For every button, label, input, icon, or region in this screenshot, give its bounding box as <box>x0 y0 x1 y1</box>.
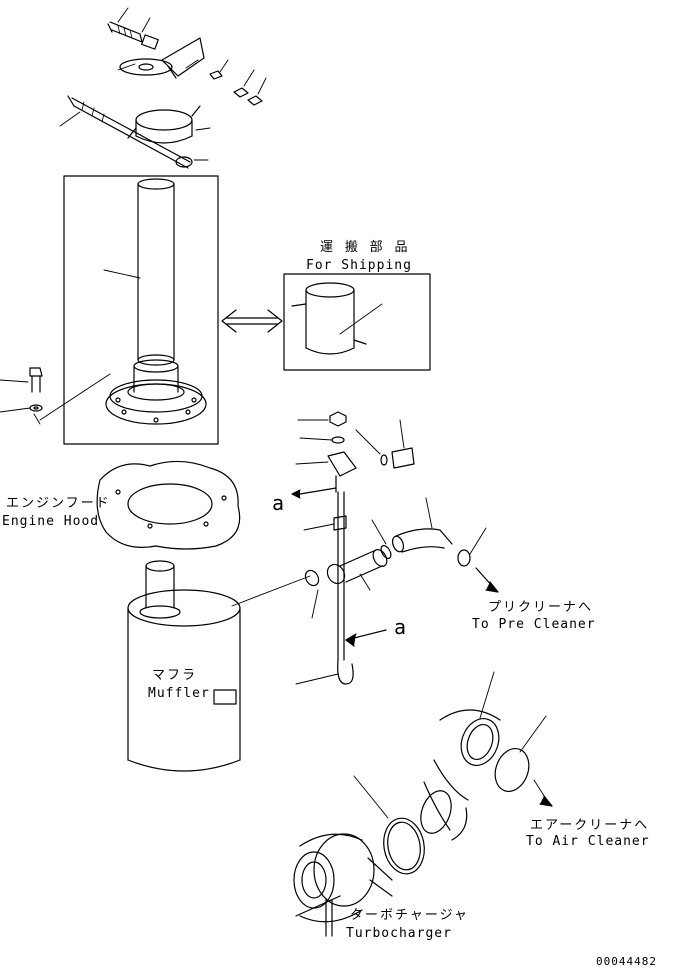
turbocharger-label-ja: ターボチャージャ <box>350 908 469 923</box>
air-cleaner-label-ja: エアークリーナへ <box>530 818 650 833</box>
reference-a-lower: a <box>394 615 408 639</box>
shipping-parts-box <box>283 273 431 371</box>
turbocharger <box>293 833 393 937</box>
support-rod <box>295 491 387 685</box>
shipping-label-en: For Shipping <box>306 258 412 273</box>
muffler <box>127 560 311 772</box>
turbocharger-label-en: Turbocharger <box>346 926 452 941</box>
center-bracket-hardware <box>291 411 415 531</box>
pre-cleaner-label-ja: プリクリーナへ <box>488 600 594 615</box>
engine-hood-plate <box>96 460 241 550</box>
double-arrow <box>221 309 283 333</box>
drawing-number: 00044482 <box>596 955 657 968</box>
pre-cleaner-label-en: To Pre Cleaner <box>472 617 596 632</box>
muffler-label-en: Muffler <box>148 686 210 701</box>
reference-a-upper: a <box>272 491 286 515</box>
exhaust-pipe-box <box>39 175 219 445</box>
engine-hood-label-ja: エンジンフード <box>6 496 111 511</box>
turbo-clamp <box>353 775 425 875</box>
engine-hood-label-en: Engine Hood <box>2 514 100 529</box>
pipe-clamp-assembly <box>59 95 211 169</box>
air-cleaner-label-en: To Air Cleaner <box>526 834 650 849</box>
air-intake-elbow <box>420 671 553 841</box>
top-bracket-assembly <box>107 7 267 106</box>
pipe-and-hose <box>304 497 499 619</box>
flange-bolt-washer <box>0 367 43 425</box>
shipping-label-ja: 運 搬 部 品 <box>320 240 410 255</box>
muffler-label-ja: マフラ <box>152 668 198 683</box>
